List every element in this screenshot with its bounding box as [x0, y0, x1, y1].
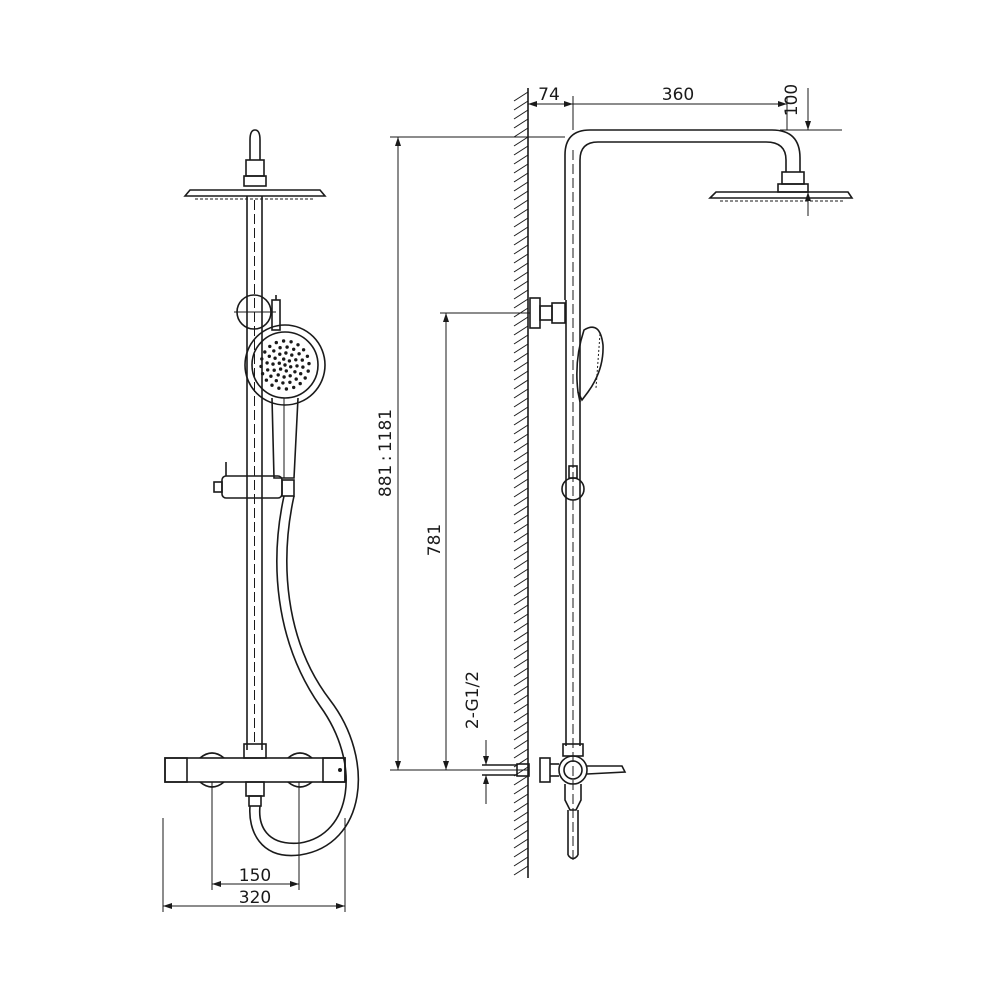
dim-arm-length: 360: [573, 85, 788, 130]
side-hand-shower: [576, 326, 604, 402]
dim-height-range: 881 : 1181: [376, 136, 565, 771]
dim-wall-offset-label: 74: [538, 85, 560, 105]
side-mixer-body: [558, 755, 588, 785]
front-hose-inner: [258, 495, 347, 844]
front-outlet: [245, 781, 265, 797]
dim-inlet-thread-label: 2-G1/2: [463, 671, 483, 729]
front-hand-shower-nozzles: [259, 339, 311, 391]
dim-height-range-label: 881 : 1181: [376, 409, 396, 497]
front-head-connector: [245, 159, 265, 177]
dim-arm-length-label: 360: [662, 85, 694, 105]
side-mixer-lever: [586, 765, 627, 775]
dim-mixer-width-label: 320: [239, 888, 271, 908]
side-wall-plate: [529, 297, 541, 329]
dim-head-drop-label: 100: [782, 84, 802, 116]
side-arm-outer: [564, 129, 801, 300]
side-arm-inner: [579, 141, 787, 300]
dim-inlet-spacing: 150: [211, 782, 300, 890]
front-head-nut: [243, 175, 267, 187]
front-left-inlet: [199, 752, 225, 759]
wall-hatching: [513, 91, 529, 876]
front-hand-shower-handle: [271, 397, 299, 479]
dim-head-drop: 100: [780, 84, 842, 216]
dim-inlet-thread: 2-G1/2: [463, 671, 489, 804]
side-outlet: [564, 784, 582, 811]
dim-mixer-width: 320: [162, 818, 346, 912]
dim-bracket-height-label: 781: [425, 524, 445, 556]
front-hand-shower-head: [244, 324, 326, 406]
front-slider: [221, 475, 283, 499]
front-hose-outer: [249, 495, 360, 857]
side-shower-head: [708, 191, 854, 199]
dim-bracket-height: 781: [425, 312, 530, 770]
front-shower-head: [183, 189, 327, 197]
dim-inlet-spacing-label: 150: [239, 866, 271, 886]
front-riser-top: [249, 129, 261, 160]
front-right-inlet: [287, 752, 313, 759]
side-view: 74 360 100 881 : 1181: [376, 84, 854, 878]
side-head-connector: [781, 171, 805, 185]
side-escutcheon: [539, 757, 551, 783]
front-view: 150 320: [162, 129, 360, 912]
dim-wall-offset: 74: [528, 85, 574, 130]
front-mixer-body: [164, 757, 346, 783]
